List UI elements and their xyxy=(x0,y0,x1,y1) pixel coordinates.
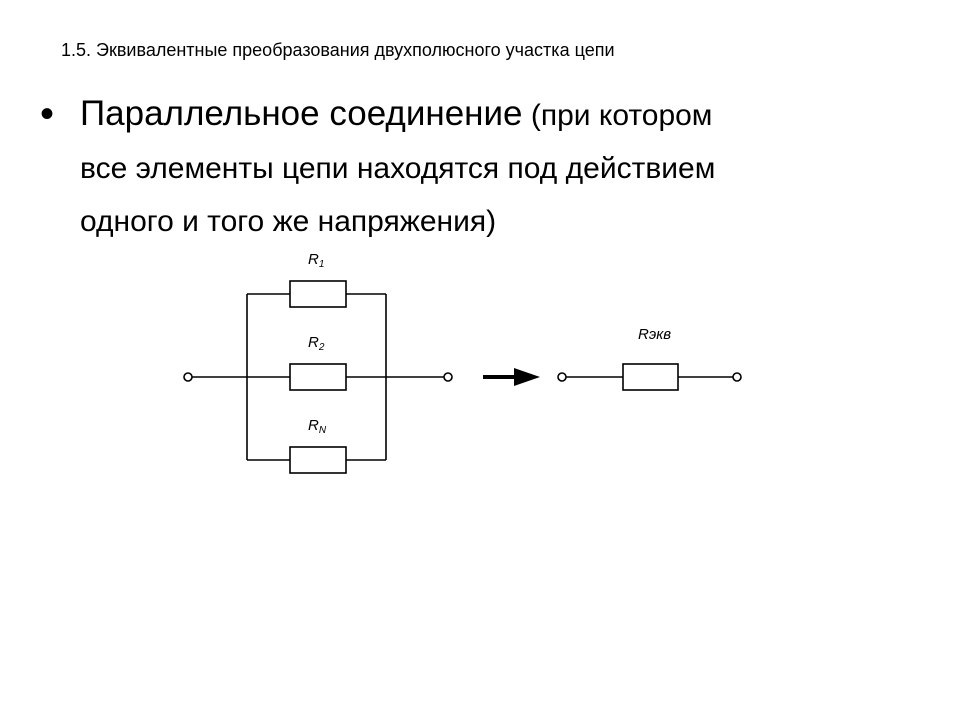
terminal-left xyxy=(183,372,193,382)
bullet-rest-line3: одного и того же напряжения) xyxy=(80,205,497,238)
bullet-main-text: Параллельное соединение xyxy=(80,94,523,133)
label-r2-main: R xyxy=(308,334,319,351)
equivalent-terminal-left xyxy=(557,372,567,382)
label-r1-main: R xyxy=(308,251,319,268)
label-r1-sub: 1 xyxy=(319,259,325,270)
label-r2: R2 xyxy=(308,334,325,353)
label-rn-main: R xyxy=(308,417,319,434)
label-rn: RN xyxy=(308,417,327,436)
label-req: Rэкв xyxy=(638,326,671,343)
terminal-right xyxy=(443,372,453,382)
resistor-equivalent xyxy=(622,363,679,391)
equivalent-terminal-right xyxy=(732,372,742,382)
bullet-text: Параллельное соединение (при котором все… xyxy=(80,90,900,251)
label-r2-sub: 2 xyxy=(318,342,325,353)
slide-header: 1.5. Эквивалентные преобразования двухпо… xyxy=(61,40,615,60)
resistor-r2 xyxy=(289,363,347,391)
bullet-rest-line1: (при котором xyxy=(522,99,713,132)
resistor-r1 xyxy=(289,280,347,308)
resistor-rn xyxy=(289,446,347,474)
transform-arrow-icon xyxy=(483,368,540,386)
bullet-dot-icon: • xyxy=(40,92,55,136)
bullet-rest-line2: все элементы цепи находятся под действие… xyxy=(80,152,716,185)
label-rn-sub: N xyxy=(319,425,327,436)
label-r1: R1 xyxy=(308,251,324,270)
